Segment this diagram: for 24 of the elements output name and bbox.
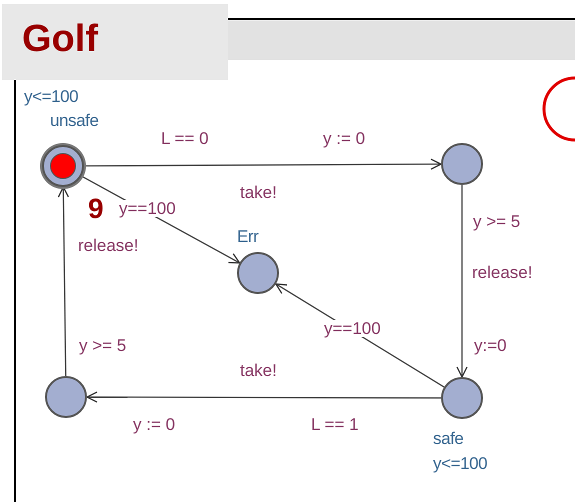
guard-label: L == 0 bbox=[160, 130, 210, 147]
edge-annotation: take! bbox=[240, 362, 277, 379]
edge-annotation: y:=0 bbox=[474, 337, 507, 354]
edge-annotation: y := 0 bbox=[323, 130, 366, 147]
guard-label: y >= 5 bbox=[78, 337, 128, 354]
transition-arrow bbox=[84, 158, 442, 170]
edge-annotation: release! bbox=[472, 264, 532, 281]
edge-annotation: y := 0 bbox=[133, 416, 176, 433]
transition-arrow bbox=[86, 391, 441, 403]
transition-arrow bbox=[456, 185, 468, 378]
guard-label: L == 1 bbox=[310, 416, 360, 433]
state-label: y<=100 bbox=[433, 455, 488, 472]
edge-annotation: release! bbox=[78, 237, 138, 254]
state-label: Err bbox=[237, 228, 258, 245]
callout-number: 9 bbox=[88, 195, 104, 223]
title: Golf bbox=[22, 20, 98, 58]
state-label: safe bbox=[433, 430, 464, 447]
guard-label: y==100 bbox=[118, 200, 177, 217]
edge-annotation: take! bbox=[240, 184, 277, 201]
guard-label: y==100 bbox=[323, 320, 382, 337]
state-label: y<=100 bbox=[24, 88, 78, 105]
transition-arrow bbox=[58, 186, 70, 376]
state-label: unsafe bbox=[50, 112, 98, 129]
guard-label: y >= 5 bbox=[472, 213, 522, 230]
